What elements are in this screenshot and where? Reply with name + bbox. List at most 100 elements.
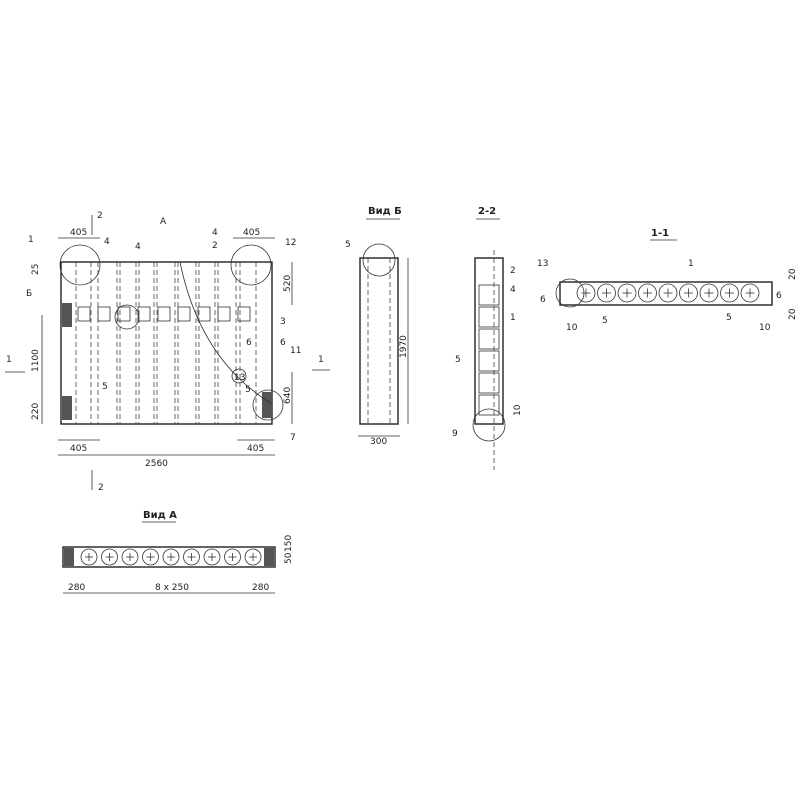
hollow-core-circle [101,548,118,566]
callout: 4 [510,285,516,295]
void-opening [157,306,171,322]
view-a: Вид А 280 8 x 250 280 50 150 [62,510,294,594]
dimension: 20 [788,308,798,320]
dimension: 10 [759,323,771,333]
hollow-core-circle [224,548,241,566]
detail-circle [230,244,272,286]
dimension: 10 [513,404,523,416]
section-cell [478,394,500,416]
view-marker-b: Б [26,289,32,299]
callout: 13 [234,373,245,383]
hollow-core-circle [203,548,221,566]
hollow-core-circle [576,283,596,303]
section-cell [478,284,500,306]
hollow-core-circle [658,283,678,303]
view-marker-a: A [160,217,167,227]
view-b: Вид Б 1970 300 5 [345,206,409,447]
callout: 5 [455,355,461,365]
callout: 5 [726,313,732,323]
void-opening [177,306,191,322]
callout: 1 [28,235,34,245]
hollow-core-circle [617,283,637,303]
section-cell [478,372,500,394]
lifting-loop-hatch [262,392,272,418]
panel-outline [60,261,273,425]
hollow-core-circle [638,283,657,303]
dimension: 405 [247,444,264,454]
callout: 5 [245,385,251,395]
callout: 6 [246,338,252,348]
void-opening [97,306,111,322]
callout: 1 [510,313,516,323]
dimension: 300 [370,437,387,447]
callout: 13 [537,259,548,269]
detail-circle [231,368,247,384]
dimension: 520 [283,275,293,292]
section-cell [478,328,500,350]
hollow-core-circle [720,283,739,303]
cutaway-arc [179,261,273,405]
dimension: 1100 [31,349,41,372]
hollow-core-circle [679,283,698,303]
dimension: 405 [70,228,87,238]
section-mark: 1 [6,355,12,365]
callout: 7 [290,433,296,443]
view-title: Вид Б [368,206,402,217]
dimension: 220 [31,403,41,420]
detail-circle [114,304,140,330]
callout: 9 [452,429,458,439]
section-mark: 2 [98,483,104,493]
view-title: 1-1 [651,228,669,239]
callout: 2 [212,241,218,251]
void-opening [237,306,251,322]
callout: 3 [280,317,286,327]
callout: 1 [688,259,694,269]
callout: 5 [102,382,108,392]
dimension: 8 x 250 [155,583,189,593]
hollow-core-circle [121,548,139,566]
hollow-core-circle [183,548,200,566]
callout: 12 [285,238,296,248]
detail-circle [252,389,284,421]
dimension: 640 [283,387,293,404]
dimension: 150 [284,535,294,552]
section-1-1: 1-1 13 6 1 5 5 6 10 10 20 20 [537,228,798,333]
dimension: 10 [566,323,578,333]
callout: 2 [510,266,516,276]
hollow-core-circle [740,283,760,303]
dimension: 50 [284,552,294,564]
dimension: 25 [31,264,41,275]
section-2-2: 2-2 2 4 1 5 9 10 [452,206,523,470]
plan-view: A Б 1 1 2 2 405 405 405 405 2560 25 1100… [5,211,330,493]
detail-circle [59,244,101,286]
callout: 5 [602,316,608,326]
dimension: 20 [788,268,798,280]
section-mark: 2 [97,211,103,221]
callout: 5 [345,240,351,250]
dimension: 1970 [399,335,409,358]
view-title: 2-2 [478,206,496,217]
dimension: 280 [252,583,269,593]
callout: 6 [776,291,782,301]
lifting-loop-hatch [62,396,72,420]
callout: 6 [280,338,286,348]
void-opening [77,306,91,322]
hollow-core-circle [162,548,180,566]
dimension: 2560 [145,459,168,469]
dimension: 405 [243,228,260,238]
void-opening [117,306,131,322]
hollow-core-circle [597,283,616,303]
section-cell [478,306,500,328]
callout: 4 [212,228,218,238]
void-opening [137,306,151,322]
hollow-core-circle [142,548,159,566]
hollow-core-circle [699,283,719,303]
void-opening [217,306,231,322]
lifting-loop-hatch [62,303,72,327]
hollow-core-circle [80,548,98,566]
dimension: 405 [70,444,87,454]
callout: 11 [290,346,301,356]
dimension: 280 [68,583,85,593]
